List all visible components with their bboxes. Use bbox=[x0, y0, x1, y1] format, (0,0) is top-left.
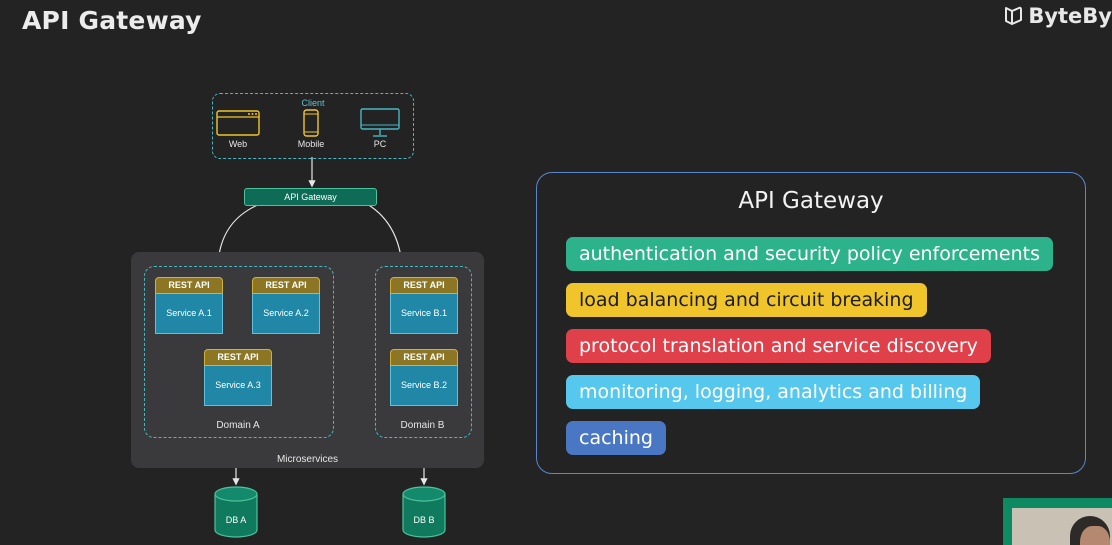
browser-icon bbox=[216, 110, 260, 136]
feature-pill-authentication: authentication and security policy enfor… bbox=[566, 237, 1053, 271]
service-node: REST API Service A.2 bbox=[252, 277, 320, 334]
microservices-label: Microservices bbox=[276, 454, 339, 465]
features-panel: API Gateway authentication and security … bbox=[536, 172, 1086, 474]
page-title: API Gateway bbox=[22, 6, 202, 35]
feature-pill-monitoring: monitoring, logging, analytics and billi… bbox=[566, 375, 981, 409]
device-label: Mobile bbox=[297, 139, 325, 149]
database-b: DB B bbox=[402, 486, 446, 538]
device-pc: PC bbox=[355, 108, 405, 149]
feature-pill-caching: caching bbox=[566, 421, 666, 455]
device-label: Web bbox=[228, 139, 248, 149]
domain-b-label: Domain B bbox=[400, 420, 445, 431]
rest-api-label: REST API bbox=[390, 277, 458, 294]
database-label: DB B bbox=[413, 515, 435, 525]
service-name: Service B.1 bbox=[390, 294, 458, 334]
database-icon bbox=[402, 486, 446, 538]
database-a: DB A bbox=[214, 486, 258, 538]
service-node: REST API Service A.3 bbox=[204, 349, 272, 406]
database-label: DB A bbox=[225, 515, 247, 525]
features-title: API Gateway bbox=[738, 188, 884, 214]
service-node: REST API Service A.1 bbox=[155, 277, 223, 334]
service-node: REST API Service B.2 bbox=[390, 349, 458, 406]
device-web: Web bbox=[213, 108, 263, 149]
service-node: REST API Service B.1 bbox=[390, 277, 458, 334]
service-name: Service A.3 bbox=[204, 366, 272, 406]
brand-name: ByteBy bbox=[1028, 4, 1112, 28]
rest-api-label: REST API bbox=[155, 277, 223, 294]
camera-feed bbox=[1012, 508, 1112, 545]
bytebyte-logo-icon bbox=[1005, 6, 1023, 25]
monitor-icon bbox=[360, 108, 400, 137]
client-label: Client bbox=[301, 98, 325, 108]
service-name: Service A.2 bbox=[252, 294, 320, 334]
rest-api-label: REST API bbox=[252, 277, 320, 294]
service-name: Service B.2 bbox=[390, 366, 458, 406]
domain-b-group bbox=[375, 266, 472, 438]
mobile-icon bbox=[303, 109, 319, 137]
rest-api-label: REST API bbox=[204, 349, 272, 366]
rest-api-label: REST API bbox=[390, 349, 458, 366]
brand-logo: ByteBy bbox=[1003, 2, 1112, 30]
device-label: PC bbox=[373, 139, 387, 149]
feature-pill-protocol-translation: protocol translation and service discove… bbox=[566, 329, 991, 363]
service-name: Service A.1 bbox=[155, 294, 223, 334]
domain-a-label: Domain A bbox=[216, 420, 260, 431]
api-gateway-node: API Gateway bbox=[244, 188, 377, 206]
feature-pill-load-balancing: load balancing and circuit breaking bbox=[566, 283, 927, 317]
presenter-camera-overlay bbox=[1003, 498, 1112, 545]
client-group: Client Web Mobile bbox=[212, 93, 414, 159]
device-mobile: Mobile bbox=[286, 108, 336, 149]
domain-a-group bbox=[144, 266, 334, 438]
database-icon bbox=[214, 486, 258, 538]
